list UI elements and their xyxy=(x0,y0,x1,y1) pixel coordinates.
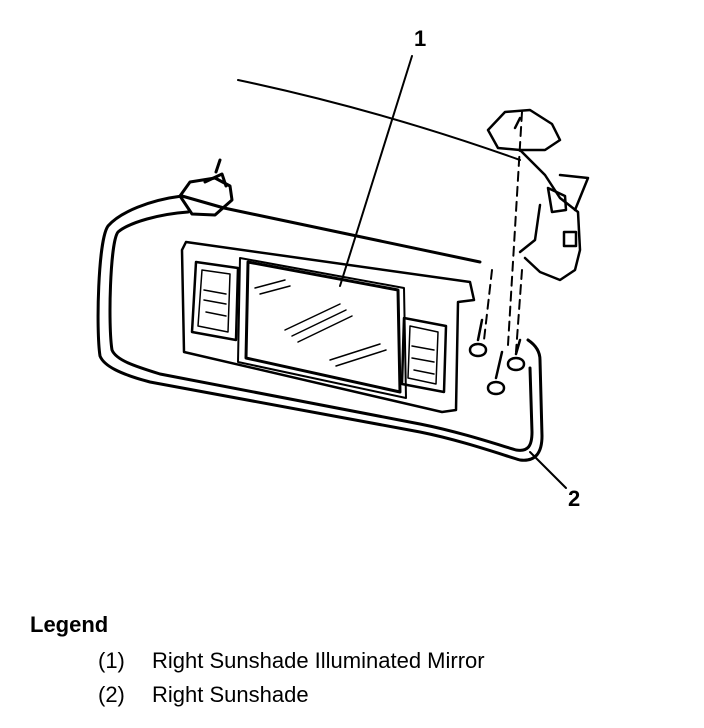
alignment-lines xyxy=(483,111,523,353)
legend-title: Legend xyxy=(30,612,109,637)
right-lamp xyxy=(400,316,448,394)
legend-item-number: (2) xyxy=(98,682,125,707)
leader-line-2 xyxy=(529,451,567,489)
callout-1: 1 xyxy=(414,26,427,51)
legend-item-number: (1) xyxy=(98,648,125,673)
mounting-screws xyxy=(468,318,526,396)
mounting-bracket xyxy=(486,108,590,282)
legend: Legend (1) Right Sunshade Illuminated Mi… xyxy=(30,612,485,716)
left-lamp xyxy=(190,260,240,342)
sunshade-inner-panel xyxy=(180,240,476,414)
legend-item-text: Right Sunshade Illuminated Mirror xyxy=(152,648,485,673)
legend-item-1: (1) Right Sunshade Illuminated Mirror xyxy=(30,648,485,682)
leader-line-1 xyxy=(339,55,413,287)
legend-item-text: Right Sunshade xyxy=(152,682,309,707)
legend-item-2: (2) Right Sunshade xyxy=(30,682,309,716)
sunshade-illustration xyxy=(96,55,590,489)
sunshade-body xyxy=(96,158,544,462)
illuminated-mirror xyxy=(237,257,407,399)
callout-2: 2 xyxy=(568,486,581,511)
headliner-contour-line xyxy=(237,79,521,161)
